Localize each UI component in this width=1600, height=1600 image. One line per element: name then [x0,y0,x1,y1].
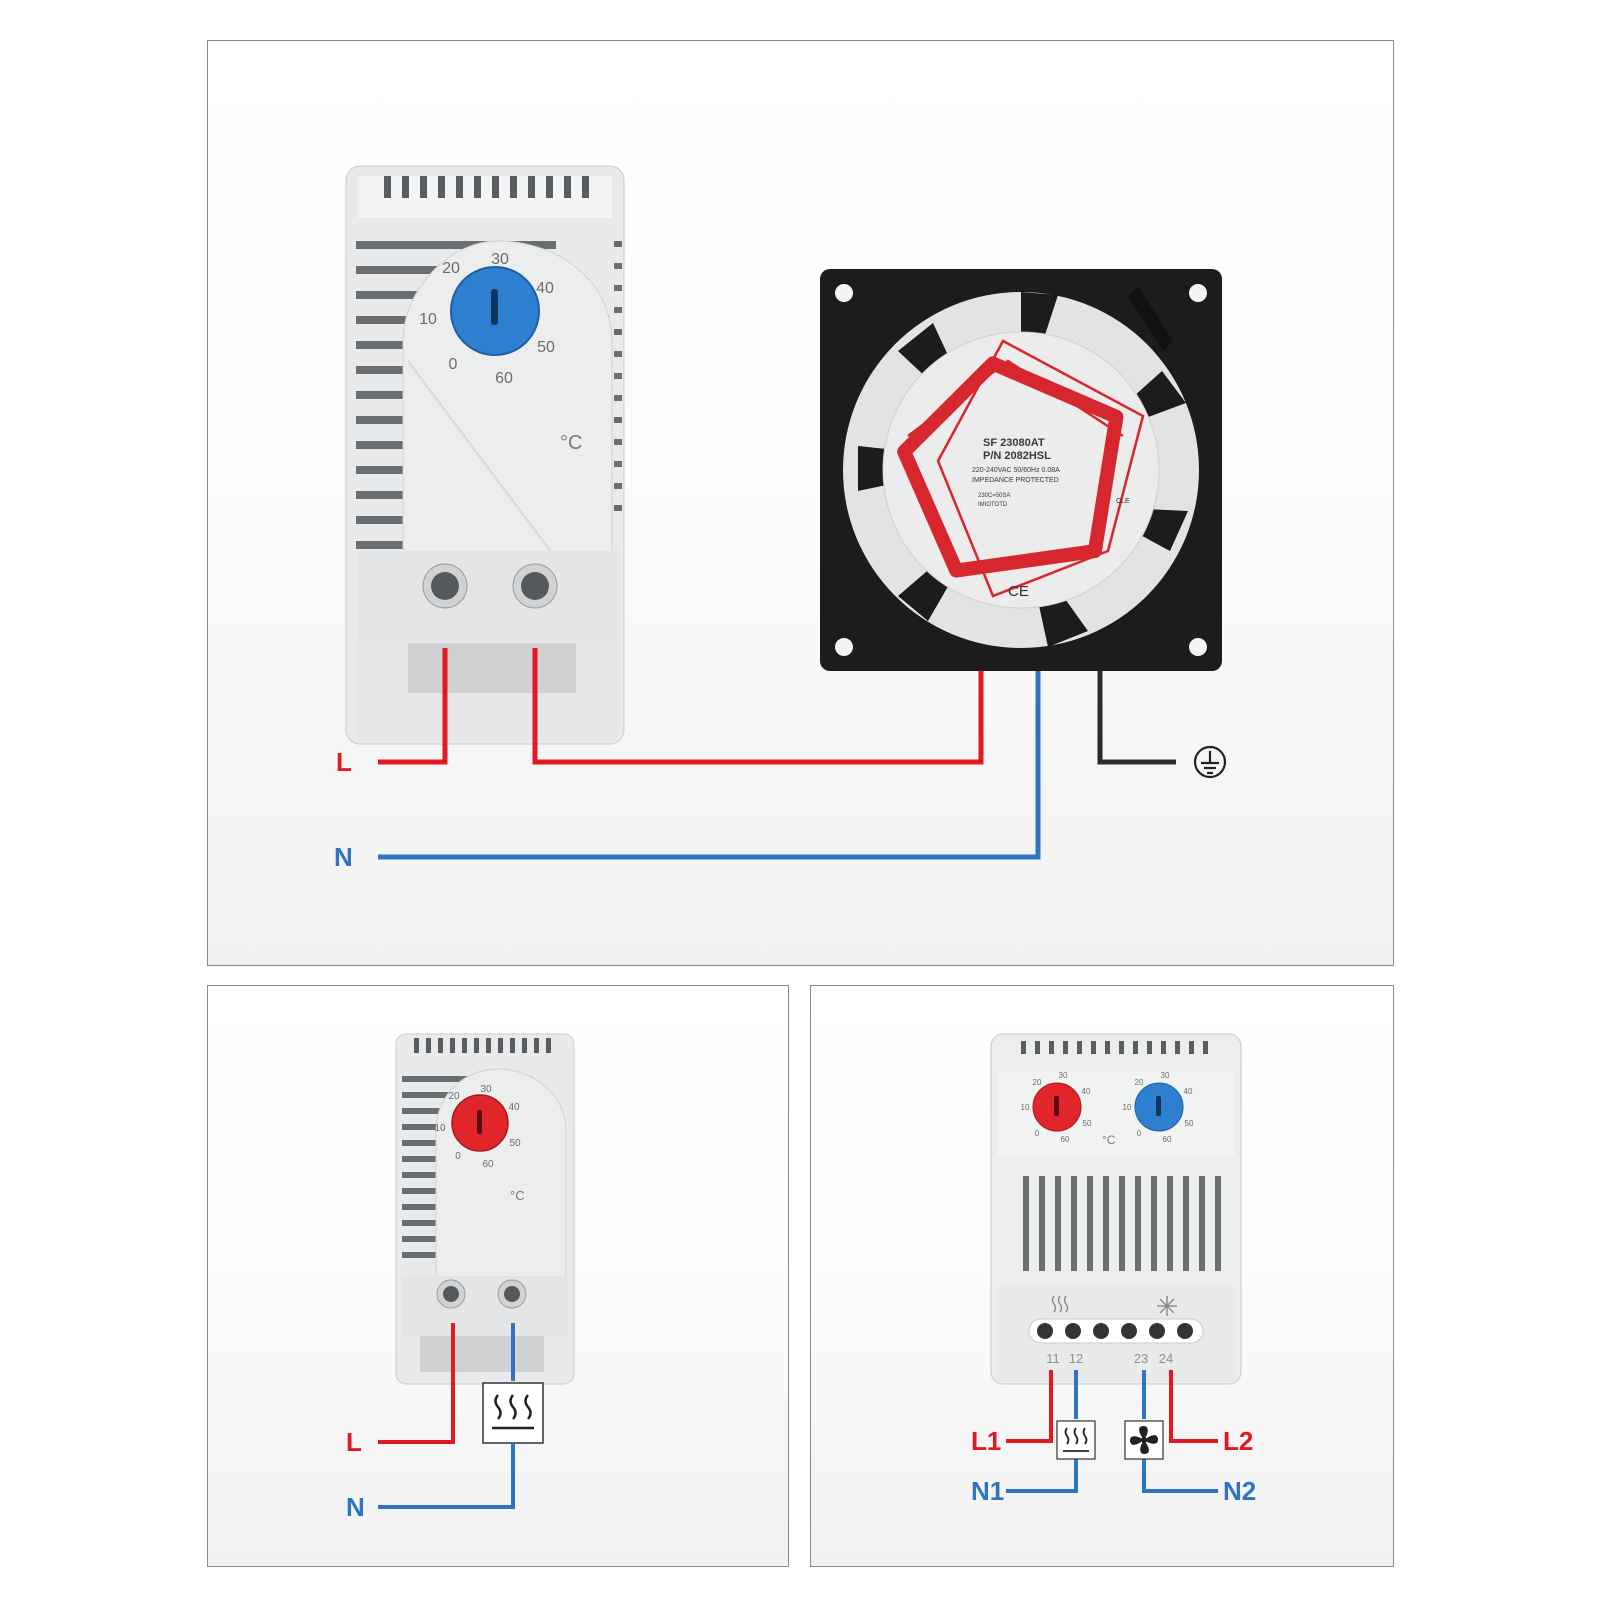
dial-tick-50: 50 [509,1138,521,1149]
label-line: L [346,1427,362,1457]
wire-n1 [1006,1459,1078,1493]
label-n1: N1 [971,1476,1005,1506]
dial-left-tick-0: 0 [1035,1129,1040,1138]
terminal-12: 12 [1069,1351,1083,1366]
dial-right-tick-10: 10 [1123,1103,1132,1112]
dual-thermostat: 0 10 20 30 40 50 60 0 10 20 30 40 50 60 … [990,1033,1242,1385]
dial-tick-20: 20 [448,1091,460,1102]
fan-label-rating: 220-240VAC 50/60Hz 0.08A [972,467,1060,474]
dial-tick-0: 0 [455,1151,461,1162]
dial-right-tick-0: 0 [1137,1129,1142,1138]
wire-line [378,1323,455,1444]
dial-tick-10: 10 [419,311,437,328]
dial-right-tick-50: 50 [1185,1119,1194,1128]
dual-thermostat-diagram: 0 10 20 30 40 50 60 0 10 20 30 40 50 60 … [990,1033,1242,1493]
dual-thermostat-panel: 0 10 20 30 40 50 60 0 10 20 30 40 50 60 … [810,985,1394,1567]
dial-tick-30: 30 [491,251,509,268]
fan-label-code: 230C=50SA [978,493,1011,499]
terminal-24: 24 [1159,1351,1173,1366]
heater-icon [482,1382,544,1444]
fan-icon [1124,1420,1164,1460]
dial-tick-40: 40 [508,1102,520,1113]
wire-neutral [378,671,1041,860]
wires [378,1323,515,1509]
heater-icon [1056,1420,1096,1460]
dial-tick-20: 20 [442,260,460,277]
top-wiring-diagram: 0 10 20 30 40 50 60 °C [345,165,1227,860]
fan-mark-icon [1157,1296,1177,1316]
wires [378,648,1176,860]
label-n2: N2 [1223,1476,1257,1506]
fan-mark-cle: CLE [1116,498,1130,505]
wire-l2 [1169,1370,1218,1443]
fan-label-model: SF 23080AT [983,437,1045,449]
dial-tick-10: 10 [434,1123,446,1134]
fan-label-part: P/N 2082HSL [983,450,1051,462]
fan-mark-ce: CE [1008,583,1029,600]
label-neutral: N [334,842,353,872]
wire-l1 [1006,1370,1053,1443]
label-line: L [336,747,352,777]
dial-right-tick-40: 40 [1184,1087,1193,1096]
dial-left-tick-30: 30 [1059,1071,1068,1080]
thermostat-blue: 0 10 20 30 40 50 60 °C [345,165,625,745]
dial-tick-60: 60 [495,370,513,387]
top-wiring-panel: 0 10 20 30 40 50 60 °C [207,40,1394,966]
celsius-unit: °C [510,1188,525,1203]
cooling-fan: SF 23080AT P/N 2082HSL 220-240VAC 50/60H… [820,269,1222,671]
dial-left-tick-10: 10 [1021,1103,1030,1112]
label-l1: L1 [971,1426,1002,1456]
ground-icon [1193,745,1227,779]
wires [1006,1370,1218,1493]
dial-left-tick-60: 60 [1061,1135,1070,1144]
dial-right-tick-20: 20 [1135,1078,1144,1087]
fan-label-code2: IMIOTOTD [978,502,1008,508]
wire-line-in [378,648,448,765]
heater-wiring-diagram: 0 10 20 30 40 50 60 °C [378,1033,575,1509]
wire-neutral [378,1444,515,1509]
terminal-11: 11 [1046,1351,1060,1366]
dial-right-tick-60: 60 [1163,1135,1172,1144]
fan-label-protection: IMPEDANCE PROTECTED [972,477,1059,484]
dial-right-tick-30: 30 [1161,1071,1170,1080]
celsius-unit: °C [560,432,582,454]
heater-wiring-panel: 0 10 20 30 40 50 60 °C [207,985,789,1567]
heater-mark-icon [1051,1295,1069,1313]
label-l2: L2 [1223,1426,1254,1456]
wire-n2 [1142,1459,1218,1493]
dial-tick-50: 50 [537,339,555,356]
dial-tick-40: 40 [536,280,554,297]
terminal-23: 23 [1134,1351,1148,1366]
dial-left-tick-40: 40 [1082,1087,1091,1096]
label-neutral: N [346,1492,365,1522]
dial-tick-0: 0 [449,356,458,373]
celsius-unit: °C [1102,1133,1116,1147]
thermostat-red: 0 10 20 30 40 50 60 °C [395,1033,575,1385]
wire-line-switched [532,648,984,765]
dial-left-tick-50: 50 [1083,1119,1092,1128]
dial-tick-30: 30 [480,1084,492,1095]
dial-tick-60: 60 [482,1159,494,1170]
wire-earth [1097,671,1176,765]
dial-left-tick-20: 20 [1033,1078,1042,1087]
